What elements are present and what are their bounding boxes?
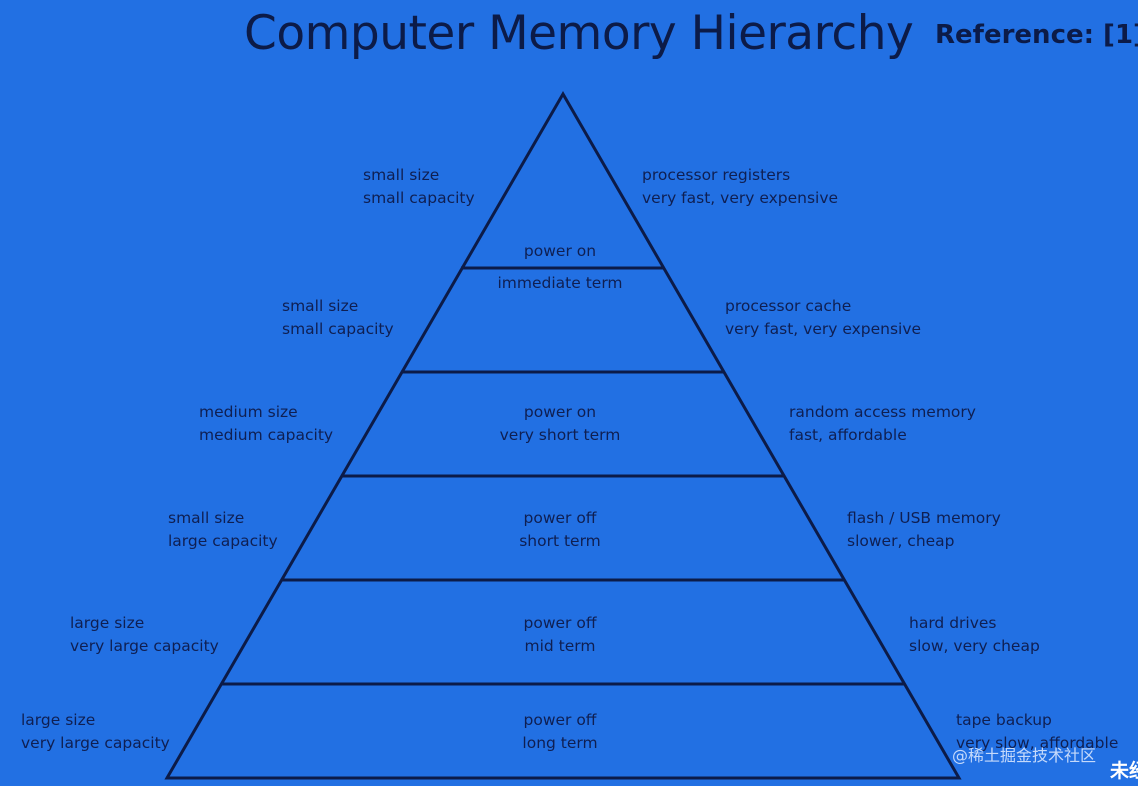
level-5-power-label: power off mid term [523, 614, 597, 655]
level-4-size-label: small size large capacity [168, 509, 278, 550]
level-1-type-label: processor registers very fast, very expe… [642, 166, 839, 207]
level-2-type-label: processor cache very fast, very expensiv… [725, 297, 922, 338]
reference-note: Reference: [1] [935, 20, 1138, 50]
level-2-term-label: immediate term [497, 274, 623, 292]
level-1-power-label: power on [523, 242, 597, 260]
level-6-size-label: large size very large capacity [21, 711, 170, 752]
level-3-size-label: medium size medium capacity [199, 403, 334, 444]
level-1-size-label: small size small capacity [363, 166, 475, 207]
level-2-size-label: small size small capacity [282, 297, 394, 338]
level-5-size-label: large size very large capacity [70, 614, 219, 655]
level-6-type-label: tape backup very slow, affordable [956, 711, 1119, 752]
level-4-type-label: flash / USB memory slower, cheap [847, 509, 1001, 550]
level-3-power-label: power on very short term [499, 403, 621, 444]
level-6-power-label: power off long term [522, 711, 598, 752]
watermark-text: @稀土掘金技术社区 [952, 746, 1097, 765]
level-3-type-label: random access memory fast, affordable [789, 403, 976, 444]
diagram-title: Computer Memory Hierarchy [244, 6, 914, 61]
pyramid-outline [164, 91, 962, 780]
corner-watermark: 未经 [1110, 760, 1138, 782]
level-5-type-label: hard drives slow, very cheap [909, 614, 1040, 655]
level-4-power-label: power off short term [519, 509, 601, 550]
